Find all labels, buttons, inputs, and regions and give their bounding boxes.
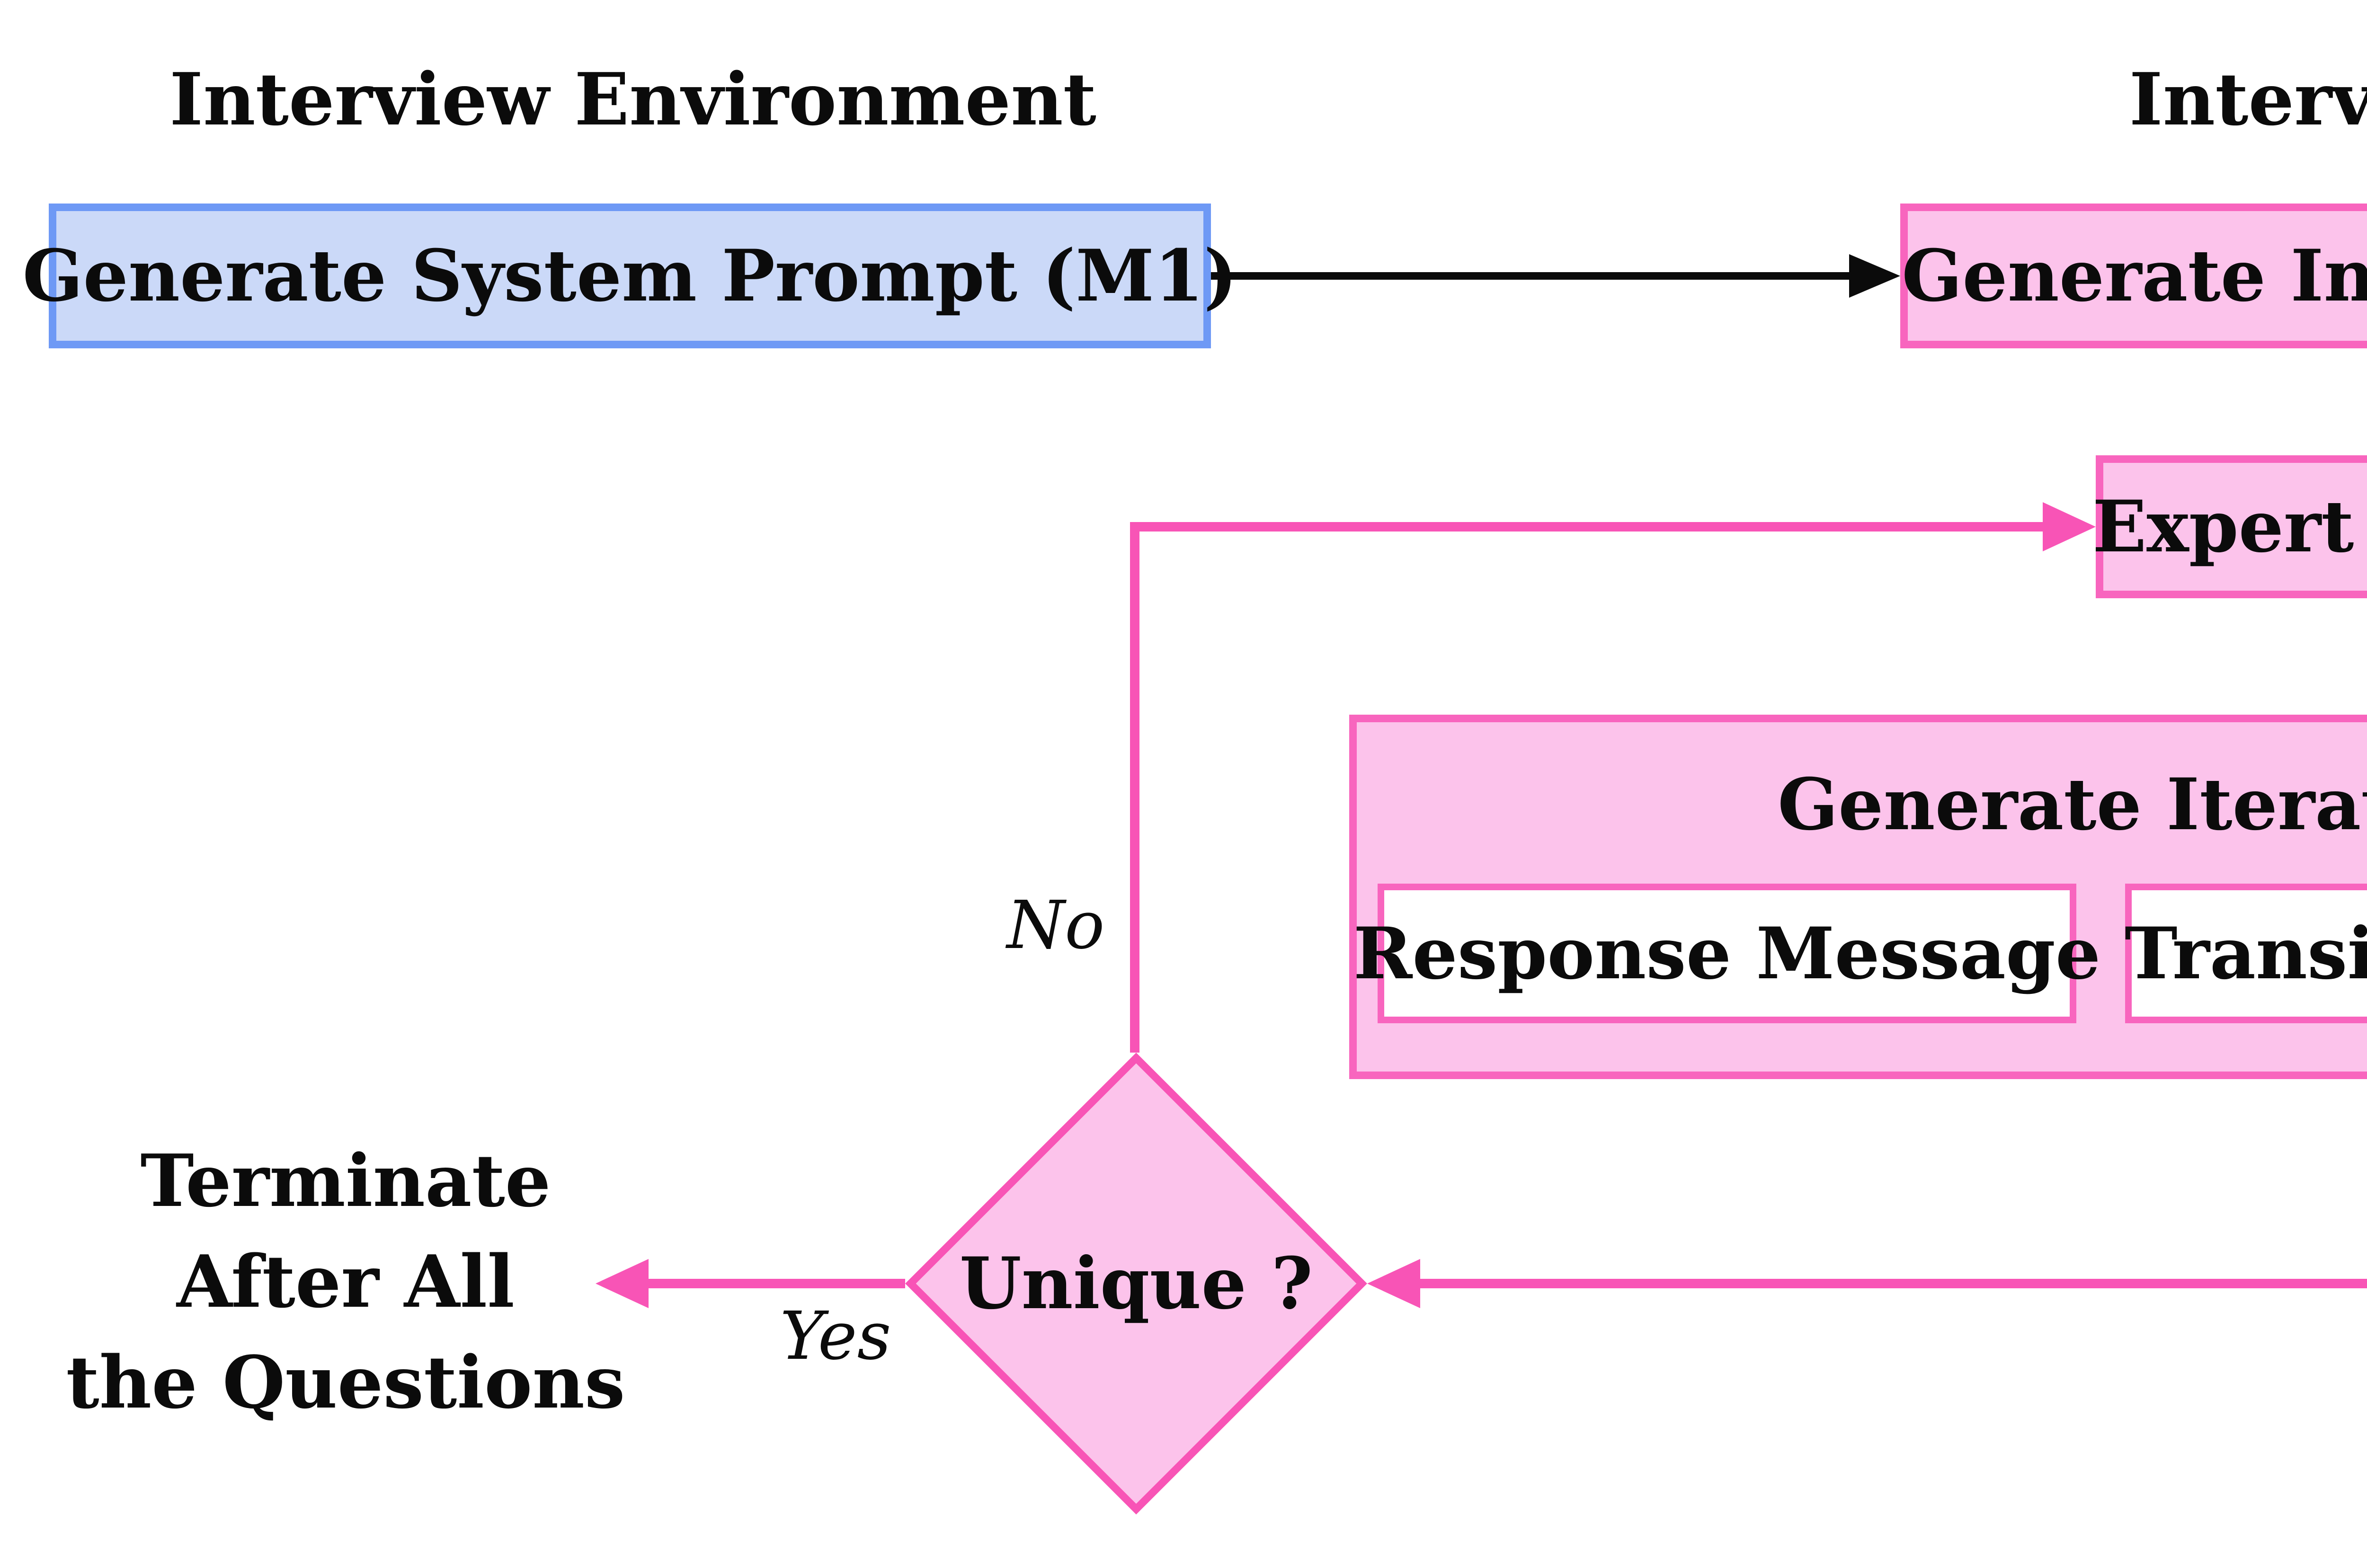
node-m4-transition-message: Transition Message	[2125, 884, 2367, 1023]
edge-no-arrowhead-icon	[2043, 502, 2096, 551]
edge-m5-decision-line	[1411, 1279, 2367, 1288]
edge-no-vertical-line	[1130, 527, 1139, 1053]
node-m4-label: Generate Iterative Question (M4)	[1778, 763, 2367, 846]
terminate-text: Terminate After All the Questions	[38, 1130, 653, 1433]
edge-no-label: No	[1006, 887, 1105, 964]
terminate-line2: After All	[177, 1239, 515, 1324]
node-m3-label: Expert Profiling (M3)	[2092, 485, 2367, 568]
decision-diamond-label: Unique ?	[959, 1242, 1313, 1325]
node-m4-transition-message-label: Transition Message	[2125, 912, 2367, 995]
node-m2-generate-initial-question: Generate Initial Question (M2)	[1900, 204, 2367, 348]
edge-no-horizontal-line	[1130, 522, 2048, 532]
terminate-line1: Terminate	[140, 1138, 551, 1223]
node-m1-label: Generate System Prompt (M1)	[22, 234, 1237, 318]
edge-m5-decision-arrowhead-icon	[1367, 1259, 1420, 1308]
terminate-line3: the Questions	[66, 1340, 625, 1425]
node-m4-response-message-label: Response Message	[1353, 912, 2101, 995]
heading-interview-instance: Interview Instance	[2129, 57, 2367, 142]
node-m1-generate-system-prompt: Generate System Prompt (M1)	[22, 204, 1237, 348]
edge-yes-label: Yes	[780, 1298, 891, 1375]
node-m4-response-message: Response Message	[1353, 884, 2100, 1023]
node-m2-label: Generate Initial Question (M2)	[1902, 234, 2367, 318]
edge-yes-line	[644, 1279, 905, 1288]
edge-yes-arrowhead-icon	[596, 1259, 649, 1308]
edge-m1-m2-arrowhead-icon	[1849, 254, 1900, 298]
node-m3-expert-profiling: Expert Profiling (M3)	[2092, 455, 2367, 598]
edge-m1-m2-line	[1211, 272, 1853, 280]
node-m4-generate-iterative-question: Generate Iterative Question (M4) Respons…	[1349, 715, 2367, 1079]
heading-interview-environment: Interview Environment	[169, 57, 1096, 142]
